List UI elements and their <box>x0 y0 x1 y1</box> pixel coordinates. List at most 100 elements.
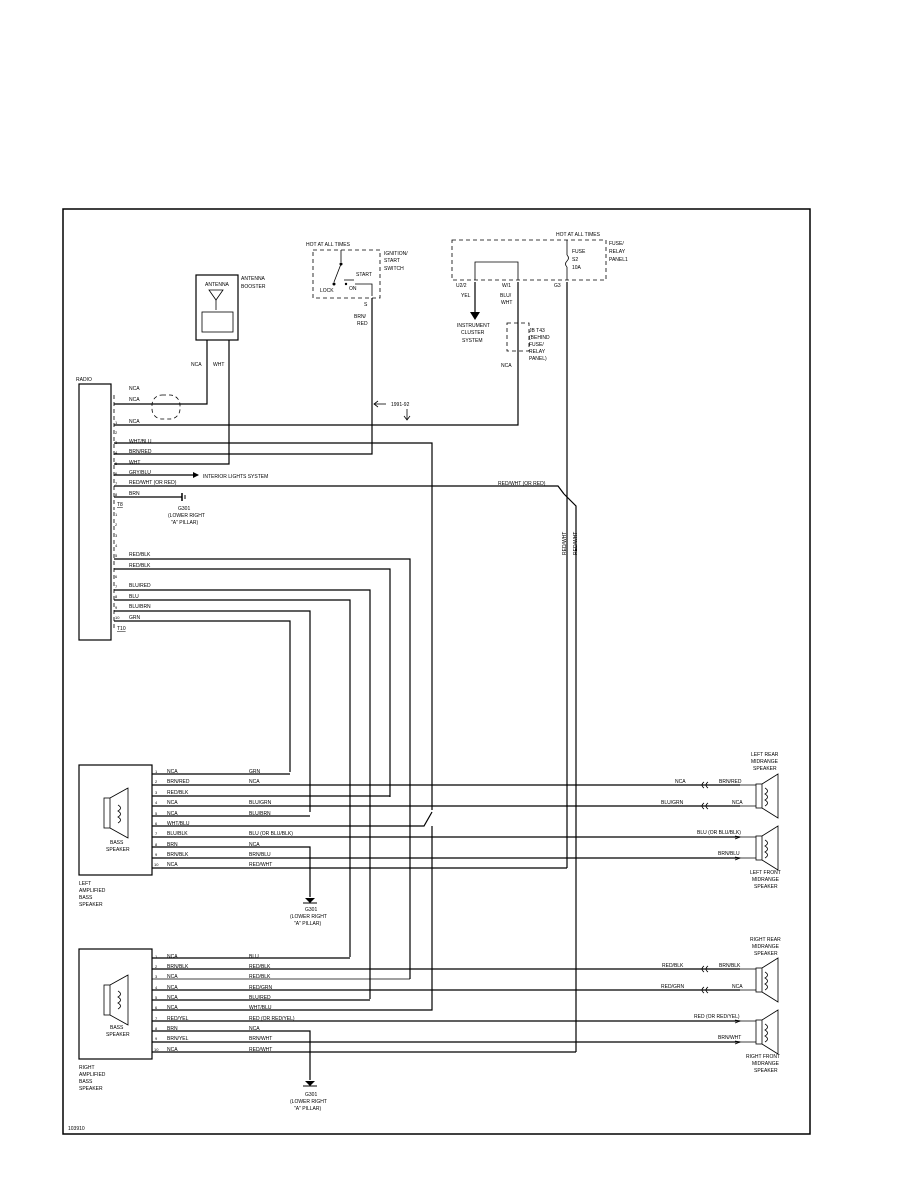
svg-text:7: 7 <box>115 481 118 486</box>
svg-text:NCA: NCA <box>167 954 178 960</box>
svg-text:BRN/BLK: BRN/BLK <box>167 852 189 858</box>
svg-text:LOCK: LOCK <box>320 288 334 294</box>
svg-text:RED/GRN: RED/GRN <box>661 984 684 990</box>
svg-text:BRN/BLU: BRN/BLU <box>249 852 271 858</box>
svg-text:NCA: NCA <box>191 362 202 368</box>
svg-text:NCA: NCA <box>167 974 178 980</box>
svg-text:(BEHIND: (BEHIND <box>529 335 550 341</box>
svg-text:2: 2 <box>115 522 118 527</box>
svg-text:BRN/RED: BRN/RED <box>719 779 742 785</box>
svg-text:NCA: NCA <box>167 862 178 868</box>
svg-text:RED/BLK: RED/BLK <box>129 552 151 558</box>
radio-unit: RADIO NCA NCA NCA WHT/BLU BRN/RED WHT GR… <box>76 377 268 641</box>
svg-text:BRN/YEL: BRN/YEL <box>167 1036 189 1042</box>
svg-text:WHT/BLU: WHT/BLU <box>167 821 190 827</box>
svg-text:RED (OR RED/YEL): RED (OR RED/YEL) <box>694 1014 740 1020</box>
svg-text:NCA: NCA <box>129 397 140 403</box>
svg-text:4: 4 <box>155 985 158 990</box>
svg-text:HOT AT ALL TIMES: HOT AT ALL TIMES <box>556 232 601 238</box>
svg-text:U2/2: U2/2 <box>456 283 467 289</box>
svg-text:NCA: NCA <box>129 386 140 392</box>
svg-text:NCA: NCA <box>129 419 140 425</box>
svg-text:3: 3 <box>155 974 158 979</box>
left-front-midrange-speaker: BLU (OR BLU/BLK) BRN/BLU LEFT FRONT MIDR… <box>697 825 781 890</box>
svg-text:RED/BLK: RED/BLK <box>167 790 189 796</box>
svg-text:NCA: NCA <box>167 800 178 806</box>
svg-text:LEFT: LEFT <box>79 881 91 887</box>
svg-text:2: 2 <box>155 964 158 969</box>
svg-text:10: 10 <box>154 1047 159 1052</box>
left-rear-midrange-speaker: LEFT REAR MIDRANGE SPEAKER NCA BRN/RED B… <box>661 752 779 819</box>
svg-text:6: 6 <box>155 821 158 826</box>
svg-text:ANTENNA: ANTENNA <box>205 282 230 288</box>
svg-text:4: 4 <box>115 450 118 455</box>
svg-text:START: START <box>384 258 400 264</box>
svg-text:BLU/GRN: BLU/GRN <box>661 800 684 806</box>
svg-text:MIDRANGE: MIDRANGE <box>752 877 780 883</box>
svg-text:7: 7 <box>155 831 158 836</box>
svg-text:NCA: NCA <box>167 1005 178 1011</box>
svg-text:BLU/RED: BLU/RED <box>249 995 271 1001</box>
svg-text:NCA: NCA <box>501 363 512 369</box>
svg-text:RED/GRN: RED/GRN <box>249 985 272 991</box>
svg-text:(LOWER RIGHT: (LOWER RIGHT <box>168 513 205 519</box>
svg-text:BRN: BRN <box>167 1026 178 1032</box>
svg-text:5: 5 <box>155 811 158 816</box>
svg-text:W/1: W/1 <box>502 283 511 289</box>
svg-text:RELAY: RELAY <box>609 249 626 255</box>
svg-text:FUSE/: FUSE/ <box>609 241 624 247</box>
svg-text:8: 8 <box>155 842 158 847</box>
svg-text:BRN/RED: BRN/RED <box>129 449 152 455</box>
svg-text:SWITCH: SWITCH <box>384 266 404 272</box>
svg-text:G301: G301 <box>178 506 190 512</box>
svg-text:G301: G301 <box>305 1092 317 1098</box>
svg-text:4: 4 <box>115 543 118 548</box>
svg-text:3: 3 <box>115 533 118 538</box>
svg-text:ANTENNA: ANTENNA <box>241 276 266 282</box>
svg-text:S2: S2 <box>572 257 578 263</box>
svg-text:BRN/WHT: BRN/WHT <box>718 1035 741 1041</box>
svg-text:AMPLIFIED: AMPLIFIED <box>79 1072 106 1078</box>
svg-text:INSTRUMENT: INSTRUMENT <box>457 323 490 329</box>
svg-text:BLU: BLU <box>249 954 259 960</box>
svg-text:NCA: NCA <box>167 985 178 991</box>
svg-text:9: 9 <box>155 852 158 857</box>
svg-text:AMPLIFIED: AMPLIFIED <box>79 888 106 894</box>
svg-text:7: 7 <box>155 1016 158 1021</box>
svg-text:SPEAKER: SPEAKER <box>754 951 778 957</box>
svg-text:1: 1 <box>115 512 118 517</box>
svg-text:BASS: BASS <box>79 895 93 901</box>
svg-text:ON: ON <box>349 286 357 292</box>
svg-text:1: 1 <box>155 954 158 959</box>
svg-text:5: 5 <box>155 995 158 1000</box>
svg-text:RED: RED <box>357 321 368 327</box>
svg-text:BOOSTER: BOOSTER <box>241 284 266 290</box>
svg-text:RED/YEL: RED/YEL <box>167 1016 189 1022</box>
svg-text:NCA: NCA <box>167 811 178 817</box>
svg-text:WHT/BLU: WHT/BLU <box>129 439 152 445</box>
svg-text:9: 9 <box>155 1036 158 1041</box>
svg-text:BRN/: BRN/ <box>354 314 367 320</box>
svg-text:10: 10 <box>115 615 120 620</box>
left-amp-wire-labels: 1 2 3 4 5 6 7 8 9 10 NCA BRN/RED RED/BLK… <box>154 769 327 927</box>
svg-text:BLU/BLK: BLU/BLK <box>167 831 188 837</box>
svg-text:"A" PILLAR): "A" PILLAR) <box>294 921 322 927</box>
svg-text:PANEL): PANEL) <box>529 356 547 362</box>
svg-text:BLU/: BLU/ <box>500 293 512 299</box>
svg-text:BASS: BASS <box>110 1025 124 1031</box>
svg-text:8: 8 <box>115 492 118 497</box>
svg-text:8: 8 <box>115 594 118 599</box>
left-amplified-bass-speaker: BASS SPEAKER LEFT AMPLIFIED BASS SPEAKER <box>78 764 153 908</box>
svg-text:5: 5 <box>115 553 118 558</box>
svg-text:SPEAKER: SPEAKER <box>106 847 130 853</box>
svg-text:BRN/WHT: BRN/WHT <box>249 1036 272 1042</box>
svg-text:GRN: GRN <box>249 769 261 775</box>
fuse-relay-panel: HOT AT ALL TIMES FUSE/ RELAY PANEL1 FUSE… <box>451 232 628 555</box>
svg-text:6: 6 <box>115 471 118 476</box>
svg-text:NCA: NCA <box>732 800 743 806</box>
svg-text:RED/WHT: RED/WHT <box>249 1047 272 1053</box>
svg-text:10: 10 <box>154 862 159 867</box>
svg-text:PANEL1: PANEL1 <box>609 257 628 263</box>
svg-text:BASS: BASS <box>110 840 124 846</box>
svg-text:RIGHT REAR: RIGHT REAR <box>750 937 781 943</box>
